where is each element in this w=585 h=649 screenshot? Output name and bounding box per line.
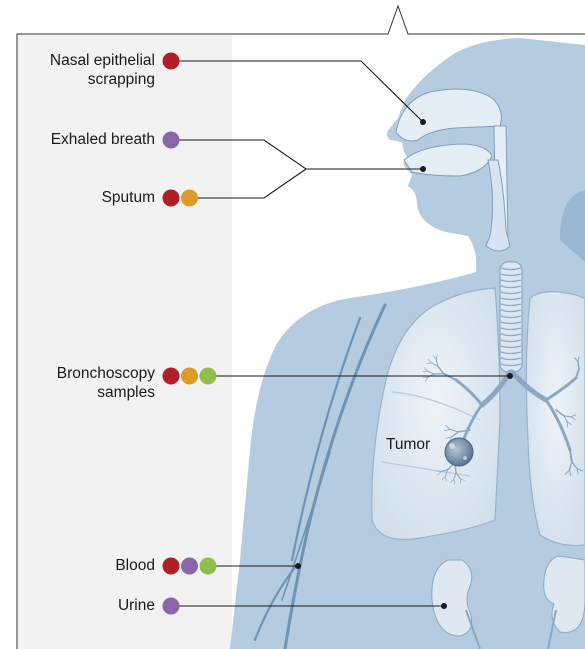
label-line: Bronchoscopy [57, 364, 155, 383]
blood-red-dot [163, 558, 180, 575]
bronch-green-dot [200, 368, 217, 385]
label-line: Urine [118, 596, 155, 615]
urine-purple-dot [163, 598, 180, 615]
label-sputum: Sputum [102, 188, 155, 207]
label-nasal-epithelial-scrapping: Nasal epithelial scrapping [50, 51, 155, 89]
bronch-orange-dot [181, 368, 198, 385]
label-urine: Urine [118, 596, 155, 615]
nasal-red-dot [163, 53, 180, 70]
trachea [500, 262, 522, 372]
bronch-red-dot [163, 368, 180, 385]
label-tumor: Tumor [386, 436, 430, 454]
tumor [445, 438, 473, 466]
breath-purple-dot [163, 132, 180, 149]
label-line: Nasal epithelial [50, 51, 155, 70]
label-bronchoscopy-samples: Bronchoscopy samples [57, 364, 155, 402]
blood-purple-dot [181, 558, 198, 575]
blood-green-dot [200, 558, 217, 575]
label-line: scrapping [50, 70, 155, 89]
label-line: Blood [115, 556, 155, 575]
label-blood: Blood [115, 556, 155, 575]
label-line: Exhaled breath [51, 130, 155, 149]
sputum-orange-dot [181, 190, 198, 207]
sputum-red-dot [163, 190, 180, 207]
label-exhaled-breath: Exhaled breath [51, 130, 155, 149]
label-line: Sputum [102, 188, 155, 207]
label-line: samples [57, 383, 155, 402]
